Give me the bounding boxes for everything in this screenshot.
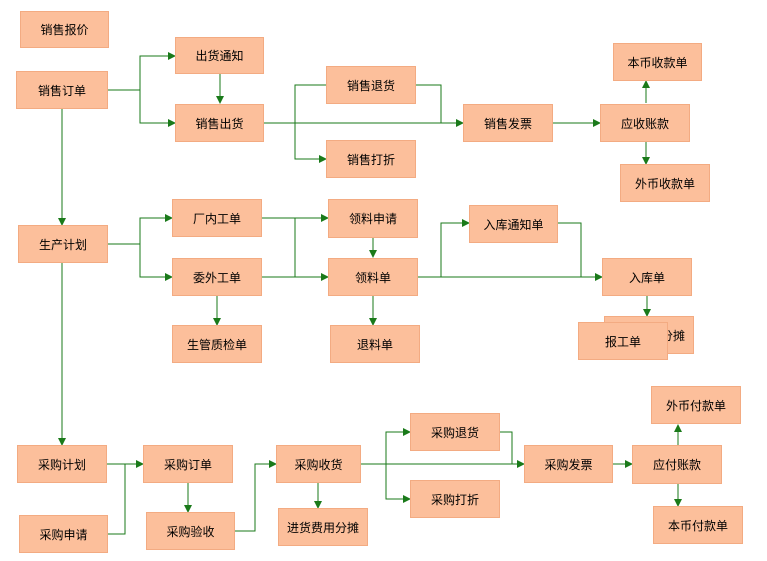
node-material-return[interactable]: 退料单 (330, 325, 420, 363)
node-material-issue[interactable]: 领料单 (328, 258, 418, 296)
node-quality-check[interactable]: 生管质检单 (172, 325, 262, 363)
node-purchase-plan[interactable]: 采购计划 (17, 445, 107, 483)
node-local-payment[interactable]: 本币付款单 (653, 506, 743, 544)
node-purchase-receive[interactable]: 采购收货 (276, 445, 361, 483)
node-material-request[interactable]: 领料申请 (328, 199, 418, 238)
node-foreign-receipt[interactable]: 外币收款单 (620, 164, 710, 202)
node-ap-account[interactable]: 应付账款 (632, 445, 722, 484)
node-sales-quote[interactable]: 销售报价 (20, 11, 109, 48)
node-ar-account[interactable]: 应收账款 (600, 104, 690, 142)
node-stock-in[interactable]: 入库单 (602, 258, 692, 296)
node-factory-order[interactable]: 厂内工单 (172, 199, 262, 237)
node-prod-plan[interactable]: 生产计划 (18, 225, 108, 263)
node-foreign-payment[interactable]: 外币付款单 (651, 386, 741, 424)
node-purchase-inspect[interactable]: 采购验收 (146, 512, 235, 550)
node-purchase-return[interactable]: 采购退货 (410, 413, 500, 451)
node-purchase-cost-alloc[interactable]: 进货费用分摊 (278, 508, 368, 546)
node-purchase-invoice[interactable]: 采购发票 (524, 445, 613, 483)
node-work-report[interactable]: 报工单 (578, 322, 668, 360)
node-ship-notice[interactable]: 出货通知 (175, 37, 264, 74)
node-sales-discount[interactable]: 销售打折 (326, 140, 416, 178)
node-sales-ship[interactable]: 销售出货 (175, 104, 264, 142)
node-purchase-order[interactable]: 采购订单 (143, 445, 233, 483)
node-purchase-request[interactable]: 采购申请 (19, 515, 108, 553)
node-stock-in-notice[interactable]: 入库通知单 (469, 205, 558, 243)
node-local-receipt[interactable]: 本币收款单 (613, 43, 702, 81)
node-purchase-discount[interactable]: 采购打折 (410, 480, 500, 518)
node-sales-invoice[interactable]: 销售发票 (463, 104, 553, 142)
node-sales-return[interactable]: 销售退货 (326, 66, 416, 104)
node-sales-order[interactable]: 销售订单 (16, 71, 108, 109)
node-outsource-order[interactable]: 委外工单 (172, 258, 262, 296)
